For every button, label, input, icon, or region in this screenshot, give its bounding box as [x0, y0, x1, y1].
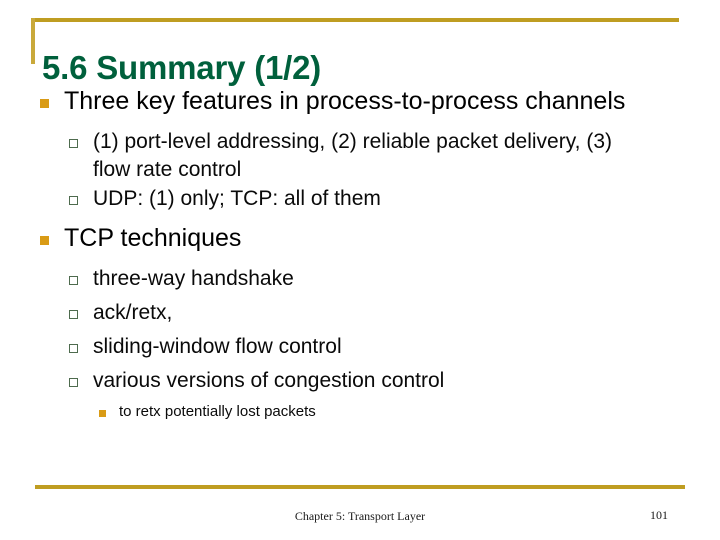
square-bullet-icon: [40, 99, 49, 108]
bullet-level2: sliding-window flow control: [69, 333, 720, 361]
slide-content: Three key features in process-to-process…: [0, 86, 720, 422]
hollow-square-bullet-icon: [69, 196, 78, 205]
title-left-rule: [31, 18, 35, 64]
bullet-text: TCP techniques: [64, 224, 242, 252]
page-number: 101: [650, 508, 668, 522]
hollow-square-bullet-icon: [69, 276, 78, 285]
bullet-level2: UDP: (1) only; TCP: all of them: [69, 185, 720, 213]
bullet-level2: various versions of congestion control: [69, 367, 720, 395]
hollow-square-bullet-icon: [69, 139, 78, 148]
bullet-text: Three key features in process-to-process…: [64, 87, 626, 115]
bullet-level3: to retx potentially lost packets: [99, 401, 720, 422]
hollow-square-bullet-icon: [69, 310, 78, 319]
spacer: [0, 119, 720, 128]
bullet-level1: TCP techniques: [40, 223, 720, 254]
page-title: 5.6 Summary (1/2): [42, 49, 322, 87]
footer-label: Chapter 5: Transport Layer: [294, 509, 426, 523]
bullet-text: three-way handshake: [93, 267, 294, 290]
square-bullet-icon: [40, 236, 49, 245]
bullet-level2: (1) port-level addressing, (2) reliable …: [69, 128, 720, 184]
bullet-text: to retx potentially lost packets: [119, 403, 316, 420]
bullet-text: various versions of congestion control: [93, 369, 445, 392]
hollow-square-bullet-icon: [69, 378, 78, 387]
square-bullet-icon: [99, 410, 106, 417]
spacer: [0, 256, 720, 265]
title-top-rule: [31, 18, 679, 22]
spacer: [0, 214, 720, 223]
bullet-text: ack/retx,: [93, 301, 173, 324]
bullet-text: sliding-window flow control: [93, 335, 342, 358]
bullet-text: (1) port-level addressing, (2) reliable …: [93, 130, 612, 181]
bullet-level2: three-way handshake: [69, 265, 720, 293]
hollow-square-bullet-icon: [69, 344, 78, 353]
footer-rule: [35, 485, 685, 489]
bullet-text: UDP: (1) only; TCP: all of them: [93, 187, 381, 210]
bullet-level1: Three key features in process-to-process…: [40, 86, 720, 117]
bullet-level2: ack/retx,: [69, 299, 720, 327]
